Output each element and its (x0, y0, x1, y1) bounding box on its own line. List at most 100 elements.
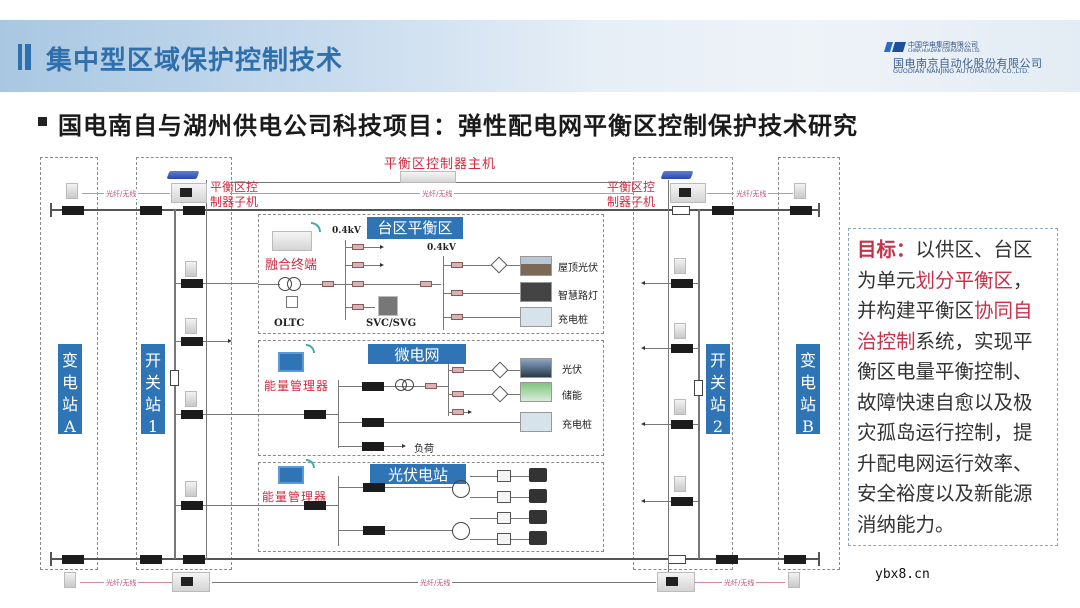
computer-icon (278, 352, 304, 372)
fuse (352, 244, 364, 250)
label-char: 电 (61, 373, 78, 392)
link-label: 光纤/无线 (722, 578, 757, 588)
breaker (140, 206, 162, 215)
substation-a-label: 变 电 站 A (58, 344, 82, 436)
breaker (716, 555, 738, 564)
sub-controller-right-label: 平衡区控 制器子机 (607, 180, 655, 210)
sub-controller-bottom-left-icon (172, 572, 210, 592)
feeder (448, 370, 520, 371)
feeder (448, 394, 520, 395)
breaker (363, 483, 385, 492)
fuse (420, 281, 432, 287)
zone3-title: 光伏电站 (370, 464, 466, 484)
label-char: 关 (709, 373, 726, 392)
zone1-title: 台区平衡区 (367, 217, 463, 239)
disconnector (668, 555, 686, 564)
zone2-title: 微电网 (368, 344, 466, 364)
feeder (338, 386, 448, 387)
fuse (452, 367, 464, 373)
voltage-label: 0.4kV (332, 226, 361, 236)
storage-photo (520, 382, 552, 402)
load-label: 储能 (562, 391, 582, 402)
zone-distribution-area (258, 214, 604, 334)
three-winding-transformer-icon (452, 480, 470, 498)
fuse (451, 290, 463, 296)
breaker (671, 420, 693, 429)
breaker (363, 526, 385, 535)
mg-bus (338, 380, 339, 448)
top-bus-line (50, 209, 820, 211)
label-char: 变 (61, 351, 78, 370)
label-line: 平衡区控 (607, 180, 656, 194)
oltc-icon (286, 296, 298, 308)
svc-icon (378, 296, 398, 316)
energy-manager-label: 能量管理器 (262, 490, 328, 504)
protection-device-icon (185, 481, 197, 497)
bus-tie-switch (170, 370, 179, 386)
link-label: 光纤/无线 (104, 189, 139, 199)
company-name-en: GUODIAN NANJING AUTOMATION CO.,LTD. (893, 67, 1030, 75)
goal-label: 目标： (857, 238, 916, 261)
substation-a-region (40, 157, 98, 570)
fusion-terminal-label: 融合终端 (265, 258, 318, 273)
sub-controller-left-label: 平衡区控 制器子机 (210, 180, 258, 210)
oltc-label: OLTC (274, 318, 305, 329)
header-banner (0, 20, 1080, 92)
load-label: 负荷 (414, 444, 434, 455)
breaker (671, 344, 693, 353)
link-label: 光纤/无线 (418, 578, 453, 588)
rooftop-pv-photo (520, 256, 552, 276)
label-char: 开 (144, 351, 161, 370)
group-name: 中国华电集团有限公司 (908, 41, 978, 49)
master-link (230, 182, 400, 183)
breaker (362, 382, 384, 391)
fuse (425, 383, 437, 389)
breaker (181, 279, 203, 288)
feeder (176, 414, 258, 415)
title-accent-bar (18, 44, 22, 70)
fusion-terminal-icon (272, 231, 312, 251)
fuse (352, 281, 364, 287)
zone-microgrid (258, 340, 604, 456)
substation-b-label: 变 电 站 B (796, 344, 820, 436)
label-char: 关 (144, 373, 161, 392)
breaker (304, 501, 326, 510)
feeder (258, 414, 338, 415)
link-label: 光纤/无线 (420, 189, 455, 199)
breaker (671, 279, 693, 288)
goal-highlight: 划分平衡区 (915, 268, 1014, 292)
label-char: 电 (799, 373, 816, 392)
mg-bus (448, 364, 449, 416)
fuse (451, 262, 463, 268)
label-char: 站 (709, 395, 726, 414)
controller-link (206, 180, 207, 560)
breaker (362, 418, 384, 427)
breaker (183, 555, 205, 564)
three-winding-transformer-icon (452, 522, 470, 540)
load-label: 充电桩 (562, 420, 592, 431)
load-label: 智慧路灯 (558, 291, 598, 302)
disconnector (672, 206, 690, 215)
controller-link (668, 180, 669, 580)
breaker (183, 206, 205, 215)
feeder (258, 284, 280, 285)
switch-station-2-region (633, 157, 733, 570)
slide-subtitle: 国电南自与湖州供电公司科技项目：弹性配电网平衡区控制保护技术研究 (58, 112, 858, 140)
solar-panel-icon (529, 510, 547, 524)
wireless-icon (311, 222, 321, 232)
transformer-icon (287, 277, 301, 291)
breaker (181, 410, 203, 419)
label-line: 制器子机 (210, 195, 259, 209)
protection-device-icon (185, 318, 197, 334)
feeder (176, 283, 258, 284)
protection-device-icon (674, 323, 686, 339)
breaker (62, 206, 84, 215)
load-label: 屋顶光伏 (558, 263, 598, 274)
charging-pile-photo (520, 412, 552, 432)
breaker (181, 337, 203, 346)
inverter-icon (497, 491, 511, 503)
feeder (338, 530, 453, 531)
sub-controller-bottom-right-icon (657, 572, 695, 592)
master-controller-icon (400, 171, 456, 183)
label-char: A (64, 417, 76, 436)
